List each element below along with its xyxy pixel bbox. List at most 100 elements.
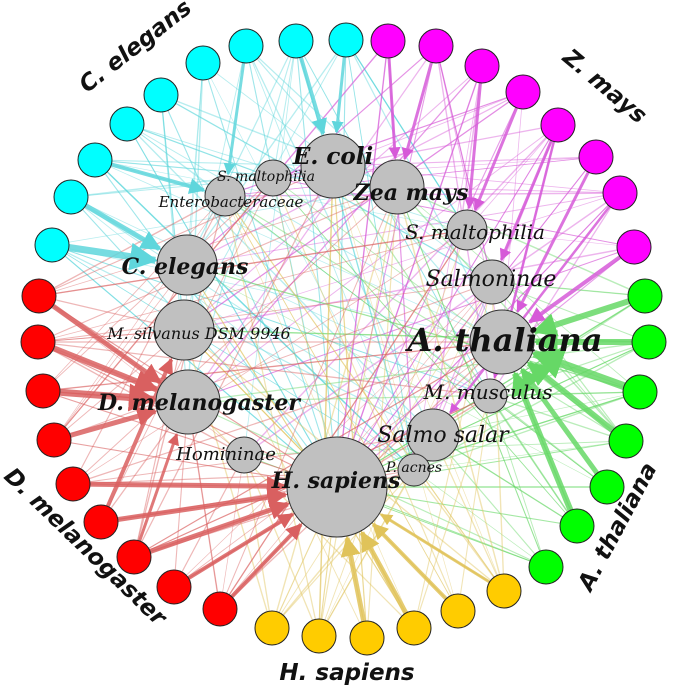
outer-node-hsapiens: [486, 573, 522, 609]
group-label-c-elegans: C. elegans: [75, 0, 197, 98]
edge-to-h-sapiens: [94, 159, 338, 488]
edge-thin: [224, 195, 415, 629]
outer-node-athaliana: [622, 374, 658, 410]
hub-node-pacnes: [397, 453, 431, 487]
hub-node-dmelano: [155, 369, 221, 435]
edge-thin: [187, 45, 437, 403]
edge-thin: [38, 229, 468, 297]
edge-weighted: [371, 522, 460, 613]
edge-thin: [219, 229, 468, 610]
outer-node-celegans: [109, 106, 145, 142]
edge-thin: [126, 123, 434, 436]
edge-thin: [396, 186, 641, 393]
edge-thin: [432, 434, 578, 527]
edge-weighted: [72, 476, 287, 497]
edge-thin: [413, 395, 491, 629]
edge-thin: [224, 195, 459, 612]
edge-thin: [489, 395, 608, 488]
hub-node-salmoninae: [469, 259, 515, 305]
outer-node-celegans: [77, 142, 113, 178]
edge-thin: [245, 45, 398, 188]
edge-thin: [186, 264, 415, 629]
edge-thin: [94, 159, 334, 167]
edge-thin: [491, 281, 650, 343]
outer-node-zmays: [540, 107, 576, 143]
edge-weighted: [380, 513, 505, 593]
outer-node-dmelanogaster: [21, 278, 57, 314]
hub-label-m-musculus: M. musculus: [423, 380, 553, 404]
outer-node-zmays: [578, 139, 614, 175]
edge-thin: [173, 454, 245, 588]
edge-thin: [272, 40, 389, 179]
edge-thin: [224, 195, 505, 592]
edge-to-h-sapiens: [336, 39, 347, 488]
outer-node-celegans: [34, 227, 70, 263]
edge-thin: [432, 391, 641, 436]
outer-node-athaliana: [631, 324, 667, 360]
outer-node-celegans: [278, 23, 314, 59]
hub-labels: E. coli S. maltophilia Enterobacteraceae…: [97, 143, 602, 494]
edge-weighted: [516, 156, 598, 313]
edge-thin: [345, 39, 468, 231]
edge-thin: [187, 65, 483, 403]
outer-node-dmelanogaster: [116, 539, 152, 575]
edge-weighted: [359, 530, 417, 630]
edge-thin: [501, 91, 524, 343]
edge-thin: [413, 65, 483, 471]
edge-weighted: [530, 348, 642, 396]
edge-thin: [272, 177, 459, 612]
edge-thin: [53, 281, 493, 441]
outer-node-celegans: [185, 45, 221, 81]
edge-thin: [271, 186, 398, 629]
edge-thin: [489, 395, 578, 527]
hub-node-msilvanus: [153, 299, 215, 361]
edge-weighted: [526, 360, 628, 444]
outer-node-dmelanogaster: [25, 373, 61, 409]
edge-thin: [37, 229, 468, 343]
outer-node-zmays: [602, 175, 638, 211]
hub-label-h-sapiens: H. sapiens: [271, 468, 401, 494]
hub-node-homininae: [225, 436, 263, 474]
edge-thin: [51, 244, 491, 397]
hub-node-athaliana: [469, 309, 535, 375]
edge-thin: [345, 39, 468, 231]
edge-thin: [126, 123, 503, 343]
edge-thin: [396, 186, 646, 297]
edge-thin: [413, 469, 505, 592]
edge-thin: [332, 165, 578, 527]
edge-weighted: [53, 406, 158, 443]
edge-weighted: [172, 512, 295, 589]
edge-weighted: [36, 339, 159, 393]
outer-node-zmays: [505, 74, 541, 110]
edge-thin: [224, 195, 320, 637]
edge-thin: [187, 65, 483, 403]
outer-node-zmays: [418, 28, 454, 64]
edge-thin: [432, 434, 578, 527]
edge-thin: [243, 124, 559, 456]
outer-node-celegans: [228, 28, 264, 64]
edge-thin: [70, 196, 491, 397]
edge-to-h-sapiens: [202, 62, 338, 488]
hub-node-ecoli: [300, 133, 366, 199]
edge-weighted: [511, 371, 580, 528]
edge-thin: [396, 186, 505, 592]
edge-weighted: [37, 293, 162, 385]
edge-thin: [126, 123, 491, 397]
edge-thin: [202, 62, 415, 471]
edge-thin: [133, 329, 185, 558]
edge-thin: [224, 195, 459, 612]
edge-thin: [271, 281, 493, 629]
edge-to-h-sapiens: [160, 94, 338, 488]
edge-thin: [432, 434, 505, 592]
hub-node-layer: [153, 133, 535, 538]
outer-node-zmays: [370, 23, 406, 59]
outer-node-dmelanogaster: [83, 504, 119, 540]
edge-thin: [332, 165, 459, 612]
edge-thin: [272, 40, 389, 179]
hub-label-a-thaliana: A. thaliana: [405, 321, 603, 359]
edge-thin: [186, 264, 608, 488]
edge-to-h-sapiens: [336, 156, 597, 488]
edge-thin: [413, 469, 547, 568]
edge-thin: [345, 39, 415, 471]
